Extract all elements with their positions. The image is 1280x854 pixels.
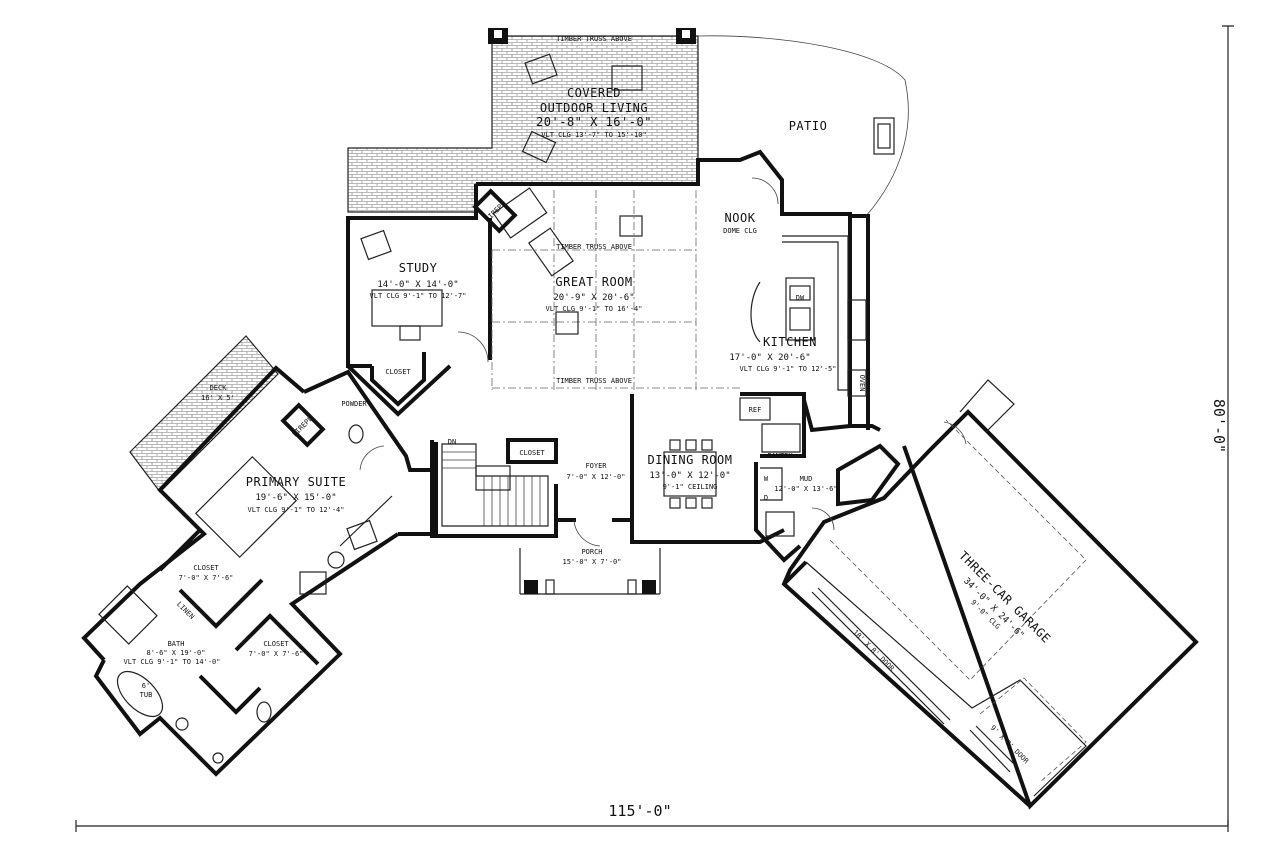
overall-dimensions: 115'-0" 80'-0" xyxy=(608,399,1228,820)
study-closet-label: CLOSET xyxy=(385,368,411,376)
foyer-size-label: 7'-0" X 12'-0" xyxy=(566,473,625,481)
dining-room-label: DINING ROOM xyxy=(648,453,733,467)
nook-label: NOOK xyxy=(725,211,756,225)
tub-label: TUB xyxy=(140,691,153,699)
outdoor-furniture xyxy=(521,53,643,164)
stair-dn-label: DN xyxy=(448,438,456,446)
suite-fireplace-label: FIREPL xyxy=(291,415,315,439)
pantry-label: PANTRY xyxy=(767,452,793,460)
covered-name2-label: OUTDOOR LIVING xyxy=(540,101,648,115)
great-room-ceiling-label: VLT CLG 9'-1" TO 16'-4" xyxy=(546,305,643,313)
primary-deck xyxy=(129,335,279,493)
great-truss-bottom-label: TIMBER TRUSS ABOVE xyxy=(556,377,632,385)
covered-size-label: 20'-8" X 16'-0" xyxy=(536,115,652,129)
washer-label: W xyxy=(764,475,769,483)
tub-size-label: 6' xyxy=(142,682,150,690)
interior-partitions xyxy=(98,177,867,764)
overall-depth-label: 80'-0" xyxy=(1210,399,1228,453)
foyer-closet-label: CLOSET xyxy=(519,449,545,457)
three-car-garage xyxy=(781,379,1199,810)
kitchen-ceiling-label: VLT CLG 9'-1" TO 12'-5" xyxy=(740,365,837,373)
dimension-lines xyxy=(75,25,1234,832)
patio-outline xyxy=(697,35,909,217)
great-room-label: GREAT ROOM xyxy=(555,275,632,289)
nook-ceiling-label: DOME CLG xyxy=(723,227,757,235)
study-size-label: 14'-0" X 14'-0" xyxy=(377,280,458,290)
covered-name-label: COVERED xyxy=(567,86,621,100)
foyer-label: FOYER xyxy=(585,462,607,470)
overall-width-label: 115'-0" xyxy=(608,802,671,820)
primary-size-label: 19'-6" X 15'-0" xyxy=(255,493,336,503)
ref-label: REF xyxy=(749,406,762,414)
closet1-size-label: 7'-0" X 7'-6" xyxy=(179,574,234,582)
study-label: STUDY xyxy=(399,261,438,275)
bath-label: BATH xyxy=(168,640,185,648)
great-room-size-label: 20'-9" X 20'-6" xyxy=(553,293,634,303)
deck-label: DECK xyxy=(210,384,228,392)
covered-truss-label: TIMBER TRUSS ABOVE xyxy=(556,35,632,43)
mud-label: MUD xyxy=(800,475,813,483)
great-truss-top-label: TIMBER TRUSS ABOVE xyxy=(556,243,632,251)
dryer-label: D xyxy=(764,494,768,502)
closet1-label: CLOSET xyxy=(193,564,219,572)
closet2-label: CLOSET xyxy=(263,640,289,648)
primary-suite-label: PRIMARY SUITE xyxy=(246,475,346,489)
exterior-walls xyxy=(81,149,901,777)
closet2-size-label: 7'-0" X 7'-6" xyxy=(249,650,304,658)
covered-ceiling-label: VLT CLG 13'-7" TO 15'-10" xyxy=(541,131,646,139)
dw-label: DW xyxy=(796,294,805,302)
bath-ceiling-label: VLT CLG 9'-1" TO 14'-0" xyxy=(124,658,221,666)
porch-size-label: 15'-0" X 7'-0" xyxy=(562,558,621,566)
dining-ceiling-label: 9'-1" CEILING xyxy=(663,483,718,491)
powder-label: POWDER xyxy=(341,400,367,408)
study-ceiling-label: VLT CLG 9'-1" TO 12'-7" xyxy=(370,292,467,300)
dining-size-label: 13'-0" X 12'-0" xyxy=(649,471,730,481)
oven-label: OVEN xyxy=(858,375,866,392)
great-fireplace-label: FIREPL xyxy=(484,200,508,224)
kitchen-label: KITCHEN xyxy=(763,335,817,349)
porch-label: PORCH xyxy=(581,548,602,556)
patio-label: PATIO xyxy=(789,119,828,133)
primary-ceiling-label: VLT CLG 9'-1" TO 12'-4" xyxy=(248,506,345,514)
deck-size-label: 16' X 5' xyxy=(201,394,235,402)
bath-size-label: 8'-6" X 19'-0" xyxy=(146,649,205,657)
kitchen-size-label: 17'-0" X 20'-6" xyxy=(729,353,810,363)
mud-size-label: 12'-0" X 13'-6" xyxy=(774,485,837,493)
